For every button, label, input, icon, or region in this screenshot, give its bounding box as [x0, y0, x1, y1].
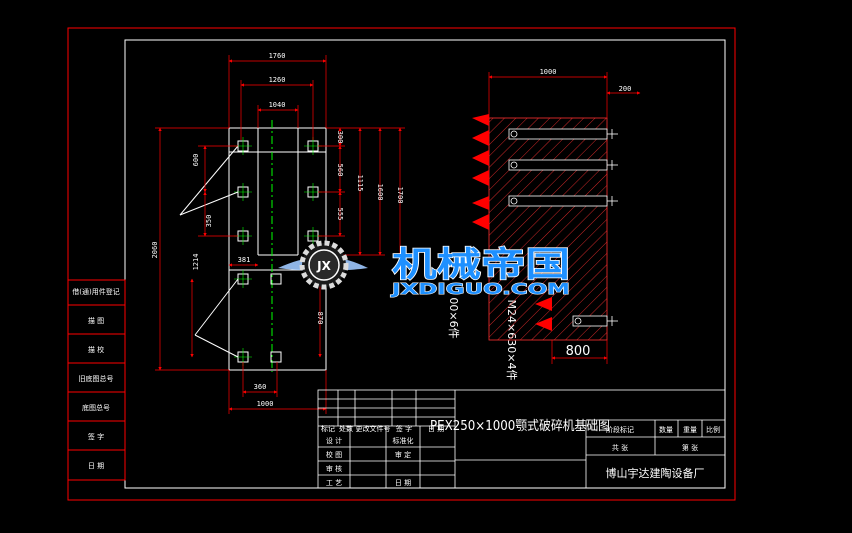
dim-label: 1260 [269, 76, 286, 84]
dim-label: 1214 [192, 254, 200, 271]
reg-label: 日 期 [88, 462, 104, 470]
stage-label: 阶段标记 [606, 425, 634, 434]
jxdiguo-watermark-logo: JX 机械帝国 JXDIGUO.COM [278, 240, 571, 299]
sign-label: 审 核 [326, 464, 342, 473]
reg-label: 描 校 [88, 345, 104, 354]
dim-label: 600 [192, 154, 200, 167]
drawing-title: PEX250×1000颚式破碎机基础图 [430, 419, 610, 434]
sign-label: 校 图 [326, 450, 342, 459]
reg-label: 旧底图总号 [79, 374, 114, 383]
dim-label: 300 [336, 131, 344, 144]
dim-label: 1040 [269, 101, 286, 109]
rev-header: 更改文件号 [356, 424, 391, 433]
outer-border [67, 27, 736, 501]
logo-badge: JX [316, 259, 331, 273]
reg-label: 签 字 [88, 432, 104, 441]
sheet-page: 第 张 [682, 443, 698, 452]
sign-label: 审 定 [395, 450, 411, 459]
sign-label: 工 艺 [326, 479, 342, 487]
reg-label: 描 图 [88, 316, 104, 325]
dim-label: 1700 [396, 187, 404, 204]
title-block-text: 标记 处数 更改文件号 签 字 日 期 设 计 标准化 校 图 审 定 审 核 … [321, 419, 720, 487]
dim-label: 381 [238, 256, 251, 264]
dim-label: 2060 [151, 242, 159, 259]
dim-label: 200 [619, 85, 632, 93]
dim-label: 560 [336, 164, 344, 177]
dim-label: 555 [336, 208, 344, 221]
dim-label: 1115 [356, 175, 364, 192]
foundation-plan-view: 1760 1260 1040 2060 1214 600 350 [151, 52, 405, 414]
dim-label: 870 [316, 312, 324, 325]
sign-label: 标准化 [393, 436, 414, 445]
title-block [317, 389, 726, 489]
logo-cn-text: 机械帝国 [392, 245, 570, 285]
foundation-section-view: 1000 200 800 [472, 68, 641, 364]
dim-label: 1600 [376, 184, 384, 201]
reg-label: 底图总号 [82, 403, 110, 412]
rev-header: 日 期 [428, 425, 444, 433]
reg-label: 借(通)用件登记 [72, 287, 119, 296]
company-name: 博山宇达建陶设备厂 [606, 466, 705, 480]
rev-header: 标记 [321, 424, 335, 433]
weight-label: 重量 [683, 426, 697, 434]
sign-label: 日 期 [395, 479, 411, 487]
logo-en-text: JXDIGUO.COM [390, 280, 570, 298]
dim-label: 1000 [257, 400, 274, 408]
qty-label: 数量 [659, 425, 673, 434]
dim-label: 360 [254, 383, 267, 391]
dim-label: 350 [205, 215, 213, 228]
left-registration-column: 借(通)用件登记 描 图 描 校 旧底图总号 底图总号 签 字 日 期 [67, 279, 126, 481]
bolt-note-left: 00×6件 [447, 297, 460, 338]
sign-label: 设 计 [326, 436, 342, 445]
dim-label: 1000 [540, 68, 557, 76]
rev-header: 签 字 [396, 424, 412, 433]
rev-header: 处数 [339, 424, 353, 433]
sheet-total: 共 张 [612, 443, 628, 452]
dim-label: 1760 [269, 52, 286, 60]
scale-label: 比例 [706, 425, 720, 434]
dim-label-large: 800 [566, 344, 591, 359]
